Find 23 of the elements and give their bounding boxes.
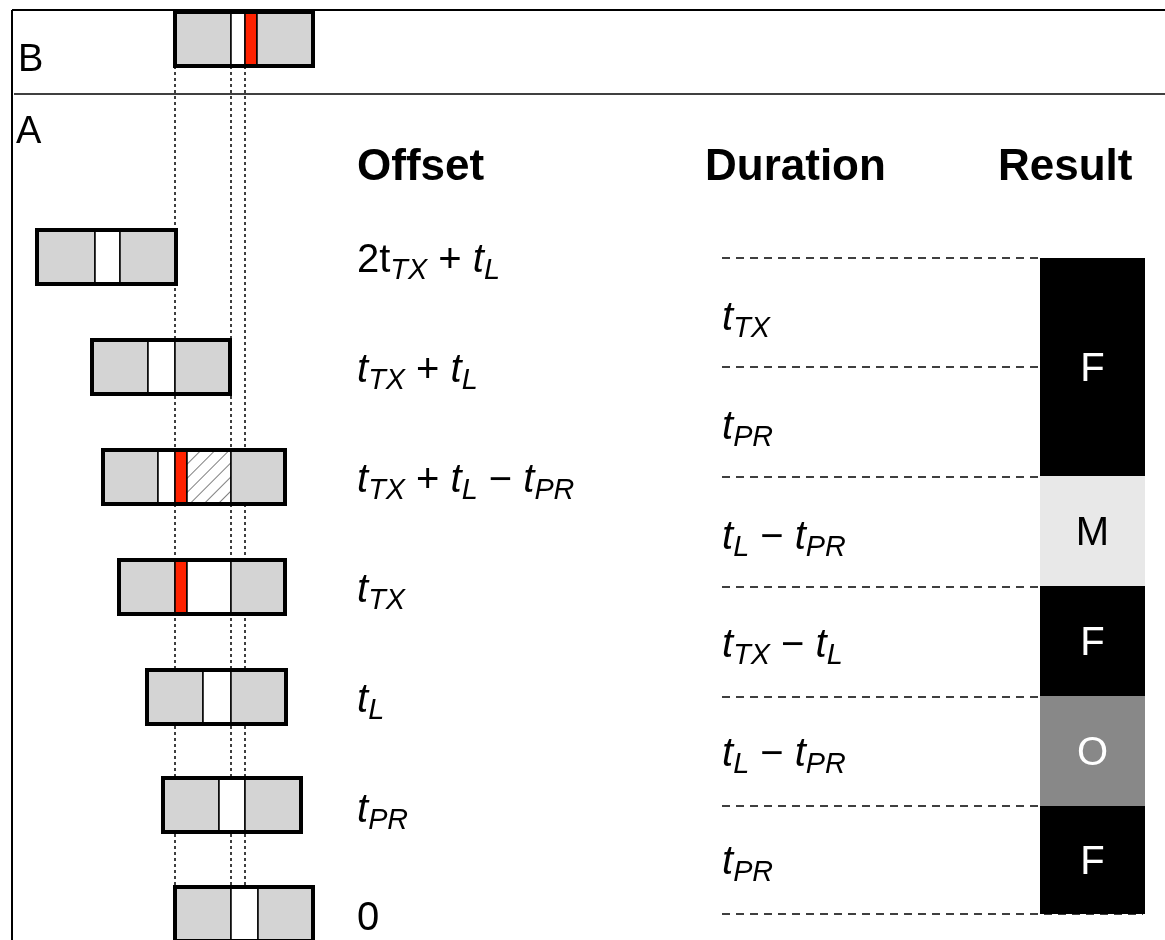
panel-label: A — [16, 111, 42, 149]
duration-formula: t$_{L}$ − t$_{PR}$ — [722, 515, 846, 555]
offset-formula: t$_{TX}$ + t$_{L}$ − t$_{PR}$ — [357, 458, 575, 498]
offset-formula: 0 — [357, 896, 380, 936]
panel-label: B — [18, 39, 44, 77]
column-header: Offset — [357, 143, 485, 187]
result-cell: F — [1040, 586, 1145, 696]
column-header: Result — [998, 143, 1133, 187]
offset-formula: t$_{L}$ — [357, 678, 385, 718]
result-cell: F — [1040, 806, 1145, 914]
result-cell: M — [1040, 476, 1145, 586]
result-cell: F — [1040, 258, 1145, 476]
duration-formula: t$_{PR}$ — [722, 840, 774, 880]
duration-formula: t$_{PR}$ — [722, 405, 774, 445]
result-cell: O — [1040, 696, 1145, 806]
offset-formula: t$_{TX}$ + t$_{L}$ — [357, 348, 478, 388]
offset-formula: t$_{PR}$ — [357, 788, 409, 828]
offset-formula: 2t$_{TX}$ + t$_{L}$ — [357, 238, 500, 278]
offset-formula: t$_{TX}$ — [357, 568, 405, 608]
duration-formula: t$_{L}$ − t$_{PR}$ — [722, 732, 846, 772]
duration-formula: t$_{TX}$ — [722, 296, 770, 336]
duration-formula: t$_{TX}$ − t$_{L}$ — [722, 623, 843, 663]
column-header: Duration — [705, 143, 886, 187]
